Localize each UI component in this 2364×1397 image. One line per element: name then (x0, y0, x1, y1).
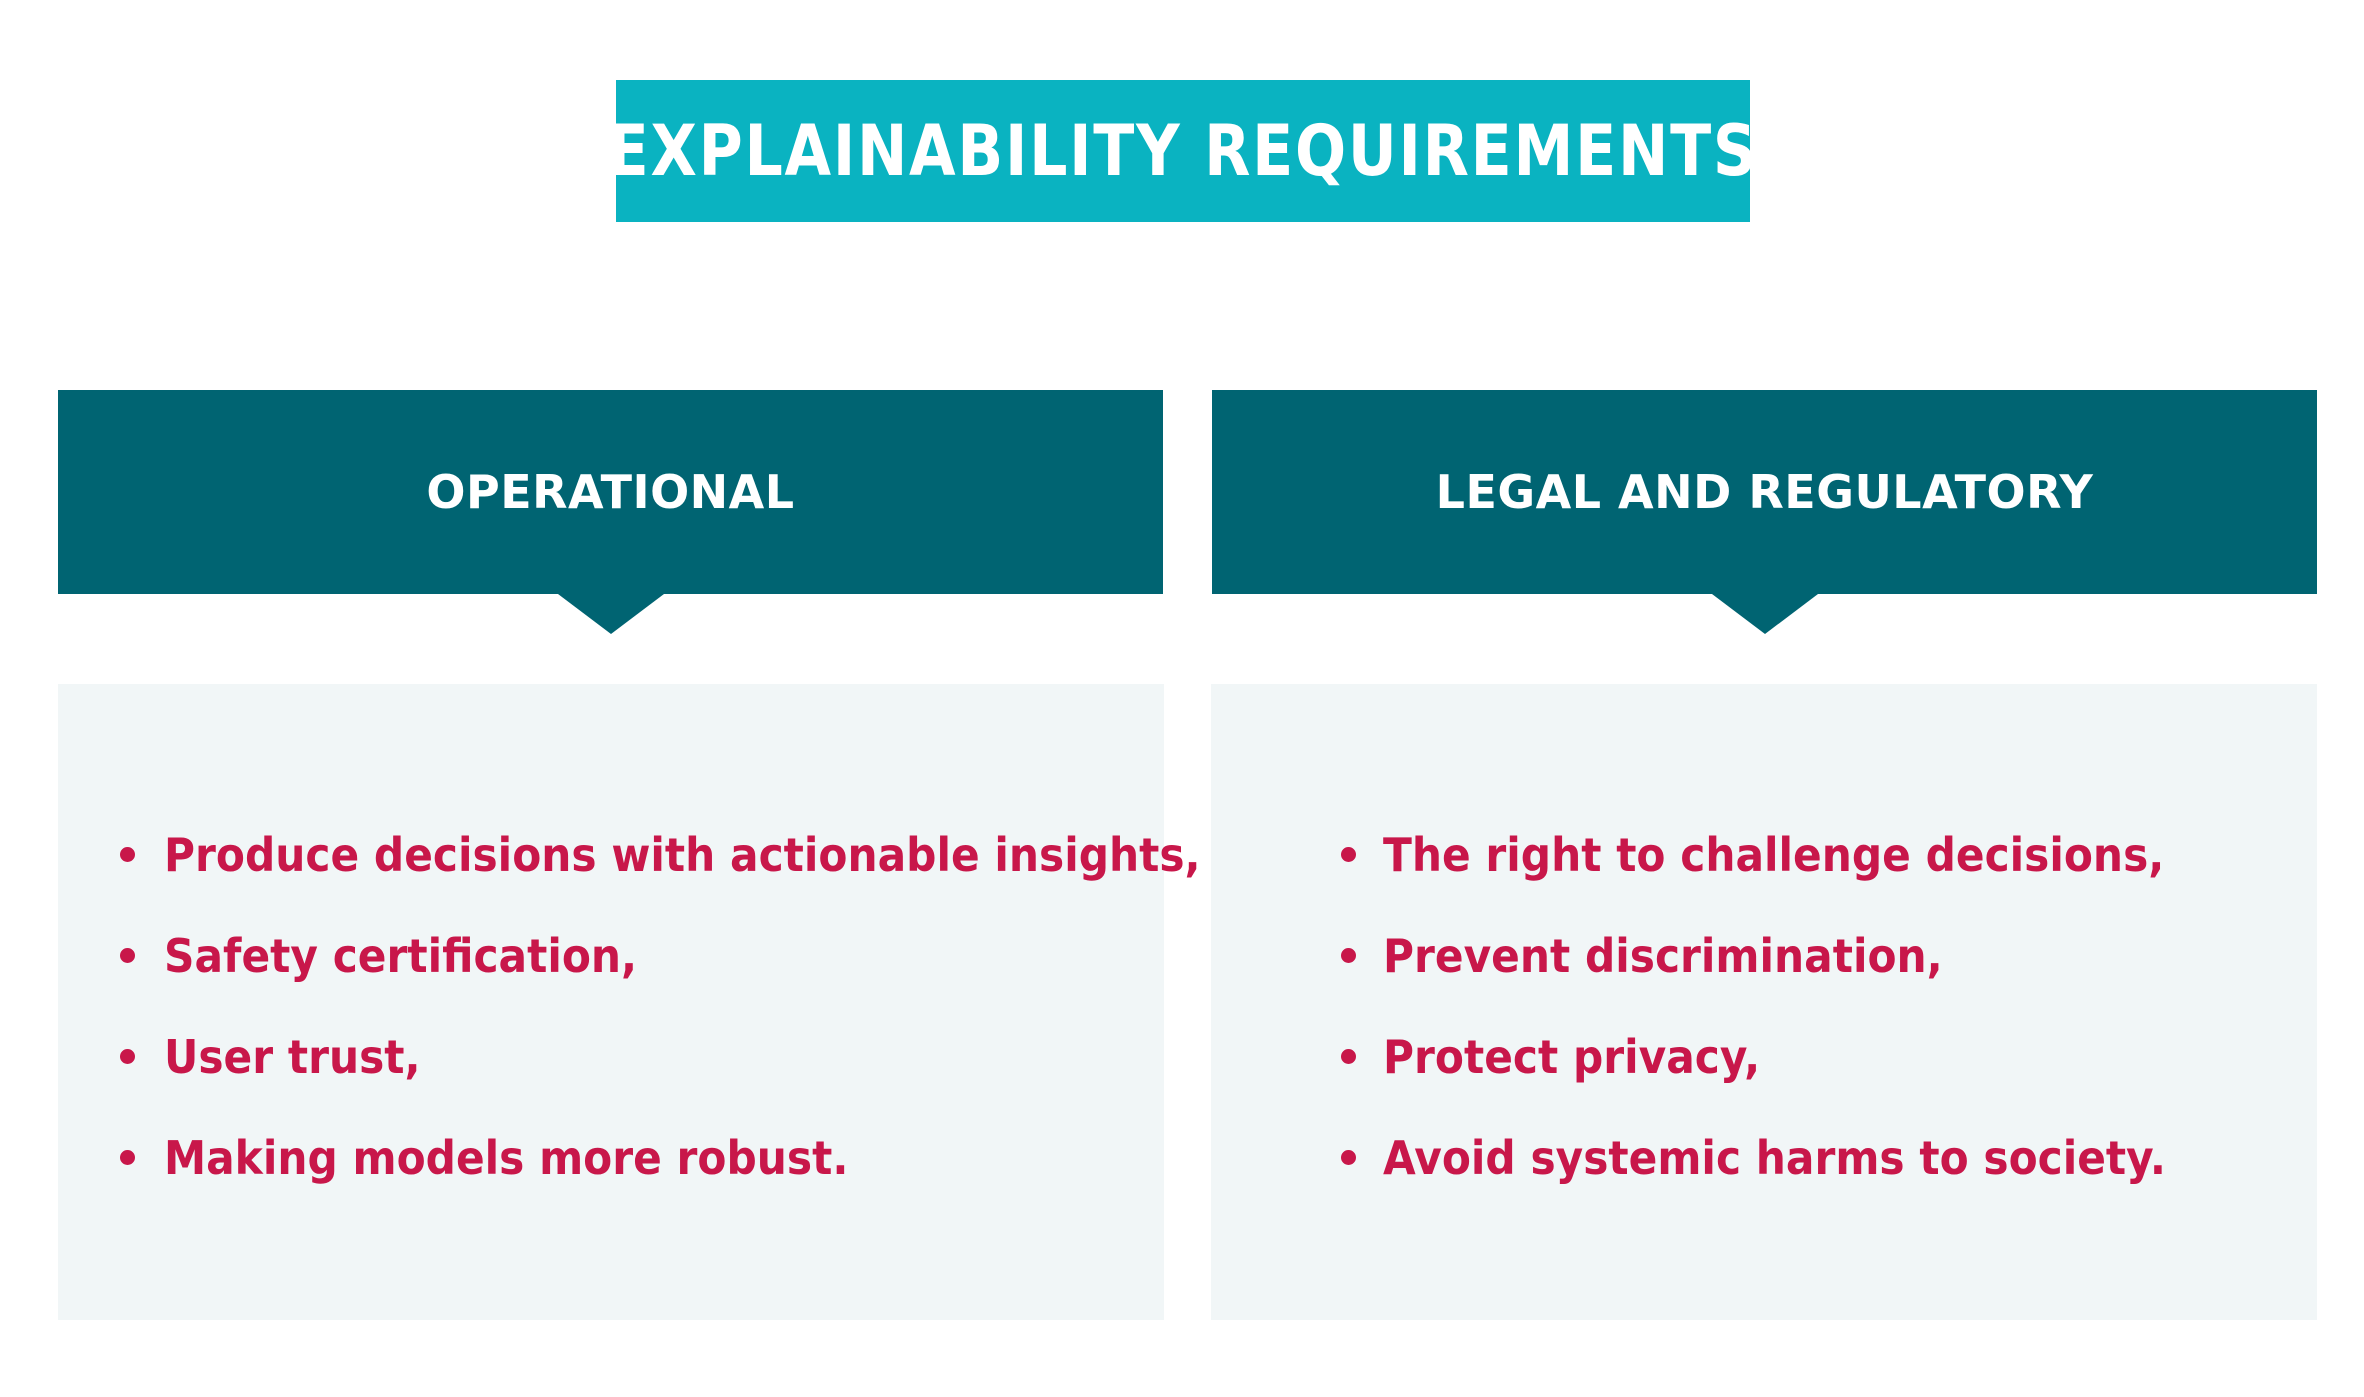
list-item-text: The right to challenge decisions, (1383, 827, 2165, 882)
bullet-dot (1341, 847, 1356, 862)
title-banner: EXPLAINABILITY REQUIREMENTS (608, 80, 1756, 222)
list-item: User trust, (58, 1006, 1164, 1107)
header-legal-regulatory: LEGAL AND REGULATORY (1212, 390, 2317, 634)
bullet-dot (1341, 948, 1356, 963)
panel-legal-regulatory: The right to challenge decisions, Preven… (1211, 684, 2317, 1320)
bullet-dot (120, 948, 135, 963)
list-item-text: Produce decisions with actionable insigh… (164, 827, 1201, 882)
bullet-dot (120, 1150, 135, 1165)
list-item-text: User trust, (164, 1029, 421, 1084)
panel-operational: Produce decisions with actionable insigh… (58, 684, 1201, 1320)
header-legal-regulatory-label: LEGAL AND REGULATORY (1435, 465, 2094, 519)
list-item-text: Safety certification, (164, 928, 638, 983)
diagram-title: EXPLAINABILITY REQUIREMENTS (607, 110, 1759, 192)
list-item: Protect privacy, (1211, 1006, 2317, 1107)
list-item-text: Prevent discrimination, (1383, 928, 1943, 983)
bullet-dot (1341, 1049, 1356, 1064)
list-item: Produce decisions with actionable insigh… (58, 804, 1201, 905)
list-item: Prevent discrimination, (1211, 905, 2317, 1006)
header-operational-label: OPERATIONAL (426, 465, 795, 519)
legal-regulatory-list: The right to challenge decisions, Preven… (1211, 804, 2317, 1208)
list-item-text: Avoid systemic harms to society. (1383, 1130, 2166, 1185)
bullet-dot (1341, 1150, 1356, 1165)
header-operational: OPERATIONAL (58, 390, 1163, 634)
operational-list: Produce decisions with actionable insigh… (58, 804, 1201, 1208)
list-item: Making models more robust. (58, 1107, 1164, 1208)
bullet-dot (120, 847, 135, 862)
list-item: Avoid systemic harms to society. (1211, 1107, 2317, 1208)
list-item: Safety certification, (58, 905, 1164, 1006)
header-legal-regulatory-pointer (1711, 594, 1818, 634)
bullet-dot (120, 1049, 135, 1064)
list-item-text: Making models more robust. (164, 1130, 849, 1185)
list-item-text: Protect privacy, (1383, 1029, 1761, 1084)
list-item: The right to challenge decisions, (1211, 804, 2317, 905)
header-operational-pointer (557, 594, 664, 634)
